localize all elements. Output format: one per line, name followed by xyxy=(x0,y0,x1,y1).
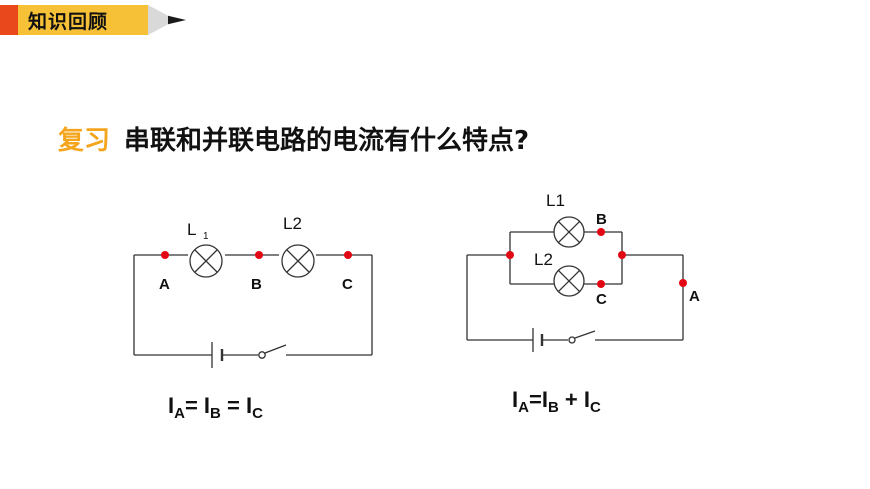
question-text: 串联和并联电路的电流有什么特点? xyxy=(124,126,530,156)
series-point-c: C xyxy=(342,276,353,293)
review-question: 复习串联和并联电路的电流有什么特点? xyxy=(58,120,529,157)
series-lamp1-letter: L xyxy=(187,220,196,239)
parallel-current-formula: IA=IB + IC xyxy=(512,387,601,416)
series-point-b: B xyxy=(251,276,262,293)
series-node-b xyxy=(255,251,263,259)
parallel-node-a xyxy=(679,279,687,287)
series-nodes xyxy=(161,251,352,259)
review-label: 复习 xyxy=(58,126,111,156)
parallel-point-b: B xyxy=(596,211,607,228)
parallel-formula-text: + I xyxy=(559,387,590,412)
section-title: 知识回顾 xyxy=(28,11,109,33)
series-circuit xyxy=(133,244,373,368)
parallel-point-c: C xyxy=(596,291,607,308)
section-tag: 知识回顾 xyxy=(0,5,190,35)
series-formula-subscript: B xyxy=(210,405,221,422)
lamp-1-symbol xyxy=(189,244,223,278)
switch-pivot xyxy=(258,351,266,359)
series-formula-text: = I xyxy=(221,393,252,418)
lamp-2-symbol xyxy=(281,244,315,278)
parallel-switch-blade xyxy=(574,330,596,339)
series-formula-text: I xyxy=(168,393,174,418)
series-node-c xyxy=(344,251,352,259)
parallel-circuit xyxy=(466,216,684,352)
series-formula-subscript: C xyxy=(252,405,263,422)
parallel-switch-pivot xyxy=(568,336,576,344)
series-formula-subscript: A xyxy=(174,405,185,422)
parallel-formula-text: I xyxy=(512,387,518,412)
parallel-node-b xyxy=(597,228,605,236)
parallel-lamp-2-symbol xyxy=(553,265,585,297)
parallel-lamp2-label: L2 xyxy=(534,250,553,269)
parallel-lamp-1-symbol xyxy=(553,216,585,248)
parallel-node-c xyxy=(597,280,605,288)
parallel-junction-left xyxy=(506,251,514,259)
pencil-tag-shape xyxy=(0,5,186,35)
parallel-formula-text: =I xyxy=(529,387,548,412)
parallel-formula-subscript: C xyxy=(590,399,601,416)
series-current-formula: IA= IB = IC xyxy=(168,393,263,422)
series-lamp1-sub: 1 xyxy=(203,231,209,242)
series-lamp2-label: L2 xyxy=(283,214,302,233)
parallel-junction-right xyxy=(618,251,626,259)
switch-blade xyxy=(264,344,287,354)
parallel-point-a: A xyxy=(689,288,700,305)
parallel-nodes xyxy=(506,228,687,288)
series-node-a xyxy=(161,251,169,259)
parallel-lamp1-label: L1 xyxy=(546,191,565,210)
series-point-a: A xyxy=(159,276,170,293)
series-formula-text: = I xyxy=(185,393,210,418)
parallel-formula-subscript: A xyxy=(518,399,529,416)
parallel-formula-subscript: B xyxy=(548,399,559,416)
